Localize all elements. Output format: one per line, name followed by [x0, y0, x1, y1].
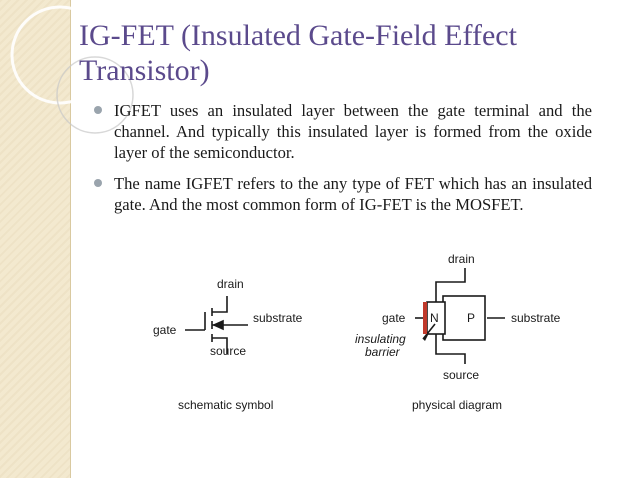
bullet-list: IGFET uses an insulated layer between th…: [94, 100, 592, 225]
insulating-pointer: [422, 323, 436, 340]
physical-substrate-label: substrate: [511, 311, 561, 325]
symbol-drain-label: drain: [217, 277, 244, 291]
p-region: [442, 295, 486, 341]
bullet-icon: [94, 179, 102, 187]
slide-title: IG-FET (Insulated Gate-Field Effect Tran…: [79, 19, 517, 87]
source-lead: [212, 337, 228, 354]
symbol-gate-label: gate: [153, 323, 177, 337]
p-label: P: [467, 311, 475, 325]
decorative-sidebar: [0, 0, 71, 478]
n-label: N: [430, 311, 439, 325]
igfet-figure: drain gate substrate source schematic sy…: [153, 252, 561, 412]
pointer-arrow-icon: [423, 333, 429, 341]
physical-drain-label: drain: [448, 252, 475, 266]
symbol-source-label: source: [210, 344, 246, 358]
schematic-symbol: [185, 296, 248, 354]
insulating-barrier: [423, 302, 427, 334]
substrate-arrow-icon: [212, 319, 224, 331]
drain-lead: [212, 296, 228, 313]
bullet-text: IGFET uses an insulated layer between th…: [114, 101, 592, 162]
symbol-caption: schematic symbol: [178, 398, 273, 412]
physical-gate-label: gate: [382, 311, 406, 325]
bullet-item: The name IGFET refers to the any type of…: [94, 173, 592, 215]
physical-caption: physical diagram: [412, 398, 502, 412]
decorative-circles: [10, 5, 134, 134]
bullet-icon: [94, 106, 102, 114]
bullet-text: The name IGFET refers to the any type of…: [114, 174, 592, 214]
physical-source-label: source: [443, 368, 479, 382]
drain-wire: [435, 268, 466, 302]
insulating-label: insulating: [355, 332, 406, 346]
bullet-item: IGFET uses an insulated layer between th…: [94, 100, 592, 163]
symbol-substrate-label: substrate: [253, 311, 303, 325]
source-wire: [435, 334, 466, 364]
barrier-label: barrier: [365, 345, 401, 359]
physical-diagram: [415, 268, 505, 364]
